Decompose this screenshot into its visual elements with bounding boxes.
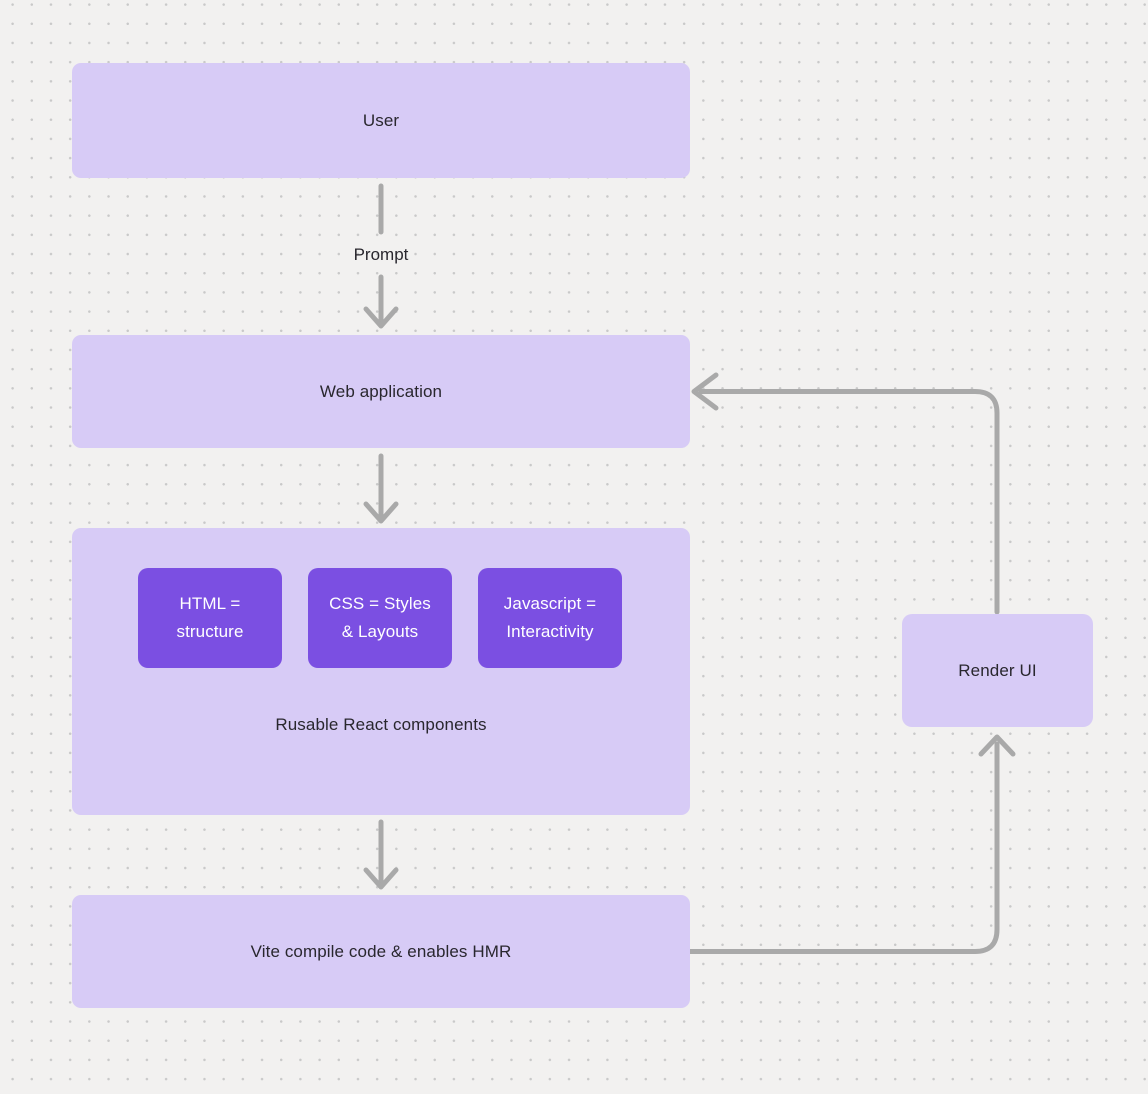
node-css-label: CSS = Styles & Layouts <box>329 594 431 641</box>
connector-vite-to-renderui[interactable] <box>686 741 1000 954</box>
node-web-application-label: Web application <box>319 381 443 401</box>
arrowhead-down-icon <box>363 867 399 890</box>
arrowhead-down-icon <box>363 306 399 329</box>
node-render-ui[interactable]: Render UI <box>902 614 1093 727</box>
connector-renderui-to-webapp[interactable] <box>698 389 1000 615</box>
node-html-label: HTML = structure <box>176 594 244 641</box>
edge-label-prompt: Prompt <box>353 245 409 264</box>
node-web-application[interactable]: Web application <box>72 335 690 448</box>
node-html[interactable]: HTML = structure <box>138 568 282 668</box>
node-css[interactable]: CSS = Styles & Layouts <box>308 568 452 668</box>
node-user[interactable]: User <box>72 63 690 178</box>
node-components-group[interactable]: HTML = structure CSS = Styles & Layouts … <box>72 528 690 815</box>
node-javascript[interactable]: Javascript = Interactivity <box>478 568 622 668</box>
arrowhead-up-icon <box>978 734 1016 757</box>
node-user-label: User <box>362 110 400 130</box>
node-javascript-label: Javascript = Interactivity <box>503 594 597 641</box>
node-render-ui-label: Render UI <box>958 660 1037 680</box>
arrowhead-down-icon <box>363 501 399 524</box>
arrowhead-left-icon <box>691 372 719 411</box>
node-vite-label: Vite compile code & enables HMR <box>250 941 512 961</box>
node-vite[interactable]: Vite compile code & enables HMR <box>72 895 690 1008</box>
components-group-label: Rusable React components <box>275 715 487 734</box>
